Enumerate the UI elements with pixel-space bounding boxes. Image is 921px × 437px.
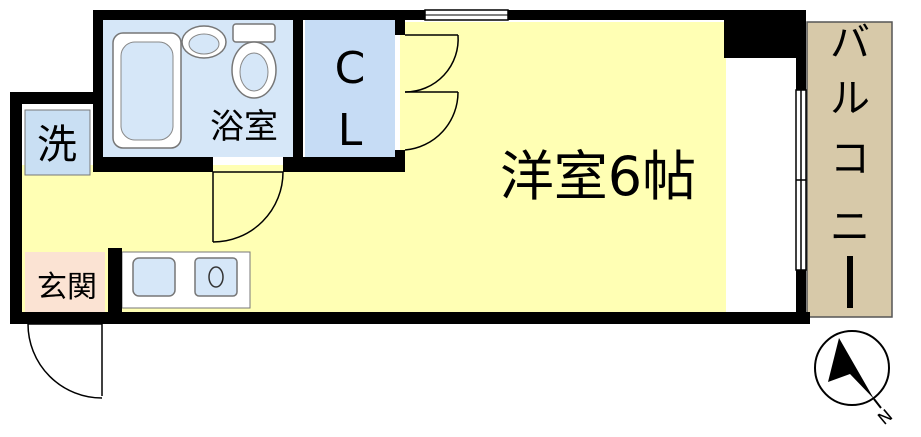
laundry-label: 洗 — [37, 122, 77, 168]
stove-icon — [194, 257, 238, 297]
balcony-window — [795, 89, 807, 271]
balcony-char: バ — [830, 20, 870, 66]
closet-label-l: L — [338, 105, 363, 156]
kitchen-sink-icon — [132, 257, 176, 297]
balcony-char: ニ — [830, 204, 870, 250]
toilet-icon — [231, 23, 277, 99]
top-window — [424, 9, 509, 21]
balcony-char: ル — [830, 76, 870, 122]
bathtub-icon — [112, 32, 182, 149]
western-room-area — [400, 22, 726, 312]
bathroom-door — [212, 171, 284, 243]
walls — [10, 10, 810, 324]
western-room-label: 洋室6帖 — [500, 145, 696, 208]
north-compass-icon: N — [814, 330, 897, 430]
entrance-area — [25, 252, 105, 312]
sink-icon — [181, 25, 227, 59]
balcony-label: バ ル コ ニ — [830, 20, 870, 308]
closet-label-c: C — [335, 43, 366, 94]
closet-area — [305, 20, 395, 157]
balcony-char — [847, 256, 853, 308]
laundry-area — [24, 109, 91, 176]
closet-doors — [404, 34, 459, 151]
entrance-door — [27, 323, 103, 399]
bathroom-label: 浴室 — [210, 107, 278, 147]
compass-north-label: N — [874, 406, 897, 429]
entrance-label: 玄関 — [37, 270, 97, 305]
balcony-char: コ — [830, 136, 870, 182]
